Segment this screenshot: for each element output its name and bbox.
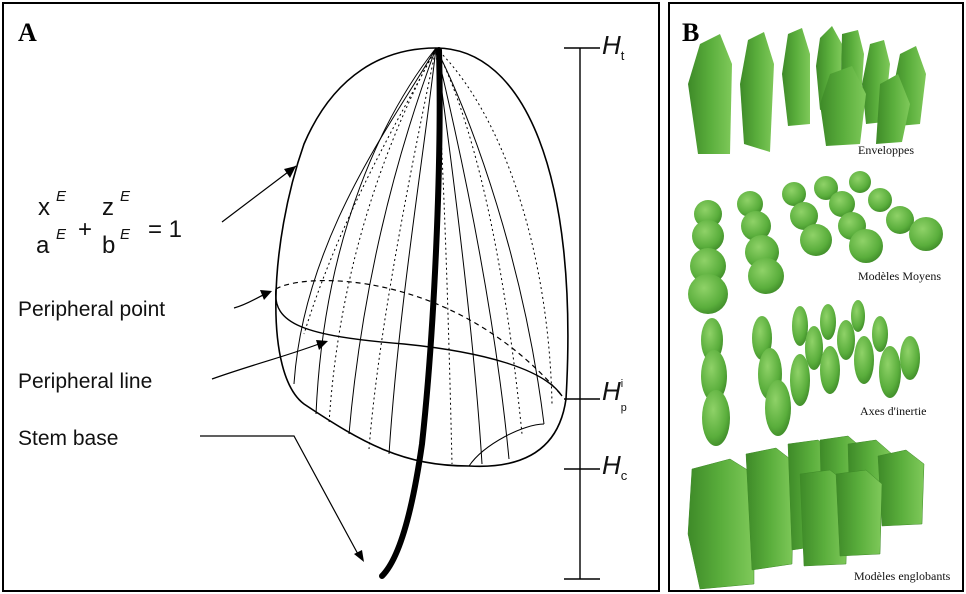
crown-outline <box>276 48 568 466</box>
ht-sub: t <box>621 48 625 63</box>
eq-a-exp: E <box>56 226 66 243</box>
peripheral-line-back <box>276 281 562 396</box>
hp-sub: p <box>621 402 627 414</box>
crown-equation: x E + z E a E b E = 1 <box>24 192 214 272</box>
peripheral-line-arrow <box>212 342 324 379</box>
peripheral-point-label: Peripheral point <box>18 298 165 322</box>
height-top-label: Ht <box>602 30 624 63</box>
panel-a: A <box>2 2 660 592</box>
bounding-box-models <box>688 436 924 589</box>
caption-bounding-models: Modèles englobants <box>854 569 950 584</box>
eq-rhs: = 1 <box>148 216 182 244</box>
panel-b: B <box>668 2 964 592</box>
eq-z: z <box>102 194 114 222</box>
stem <box>382 50 440 576</box>
hp-sup: i <box>621 378 623 390</box>
stem-base-label: Stem base <box>18 427 118 451</box>
ht-main: H <box>602 30 621 60</box>
stem-base-arrow <box>200 436 359 556</box>
eq-plus: + <box>78 216 92 244</box>
hp-main: H <box>602 376 621 406</box>
eq-x: x <box>38 194 50 222</box>
hc-main: H <box>602 450 621 480</box>
eq-b-exp: E <box>120 226 130 243</box>
eq-a: a <box>36 232 49 260</box>
height-peripheral-label: H i p <box>602 376 621 407</box>
peripheral-line-label: Peripheral line <box>18 370 152 394</box>
caption-inertia-axes: Axes d'inertie <box>860 404 926 419</box>
tree-models-illustration <box>670 4 964 592</box>
envelope-models <box>688 26 926 154</box>
eq-x-exp: E <box>56 188 66 205</box>
mean-models <box>688 171 943 314</box>
hc-sub: c <box>621 468 628 483</box>
height-crown-base-label: Hc <box>602 450 627 483</box>
eq-b: b <box>102 232 115 260</box>
caption-envelopes: Enveloppes <box>858 143 914 158</box>
caption-mean-models: Modèles Moyens <box>858 269 941 284</box>
eq-z-exp: E <box>120 188 130 205</box>
inertia-axes-models <box>701 300 920 446</box>
